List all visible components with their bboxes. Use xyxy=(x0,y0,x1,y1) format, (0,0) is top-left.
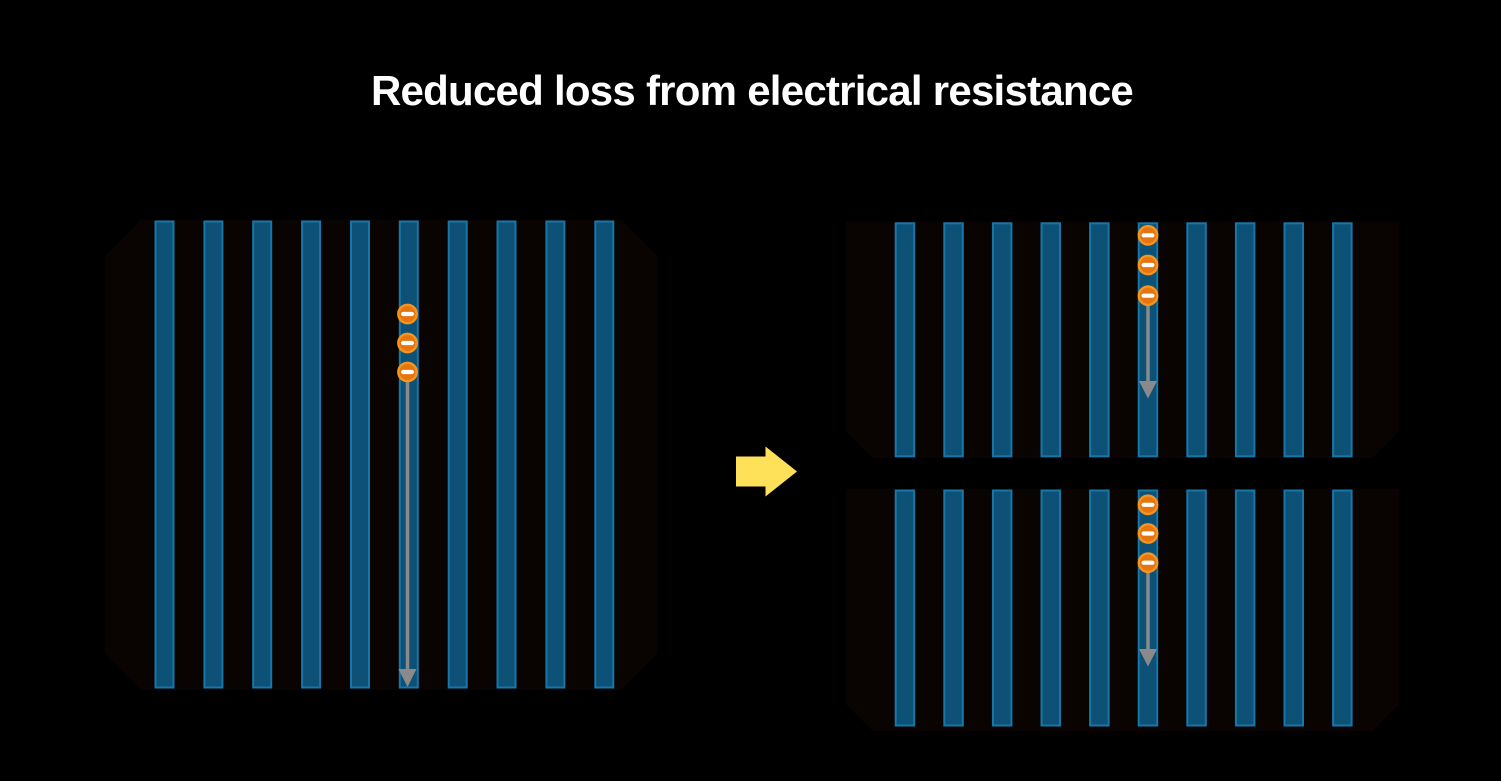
svg-text:Reduced loss from electrical r: Reduced loss from electrical resistance xyxy=(371,67,1133,114)
